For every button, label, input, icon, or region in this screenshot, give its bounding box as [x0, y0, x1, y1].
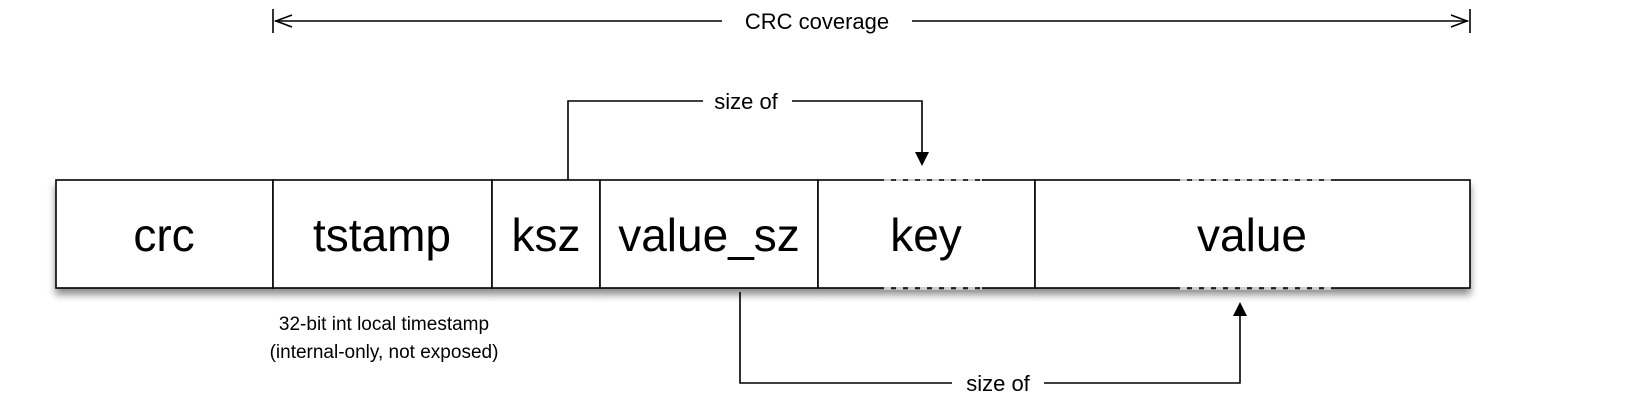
value-size-connector-right	[1044, 313, 1241, 384]
tstamp-note-line1: 32-bit int local timestamp	[279, 314, 489, 335]
crc-coverage-right-arrowhead	[1450, 14, 1470, 28]
key-size-connector-right	[792, 100, 923, 157]
field-label-crc: crc	[133, 209, 194, 261]
value-size-arrowhead	[1233, 302, 1247, 316]
value-size-connector-left	[739, 292, 952, 384]
crc-coverage-left-arrowhead	[273, 14, 293, 28]
crc-coverage-arrow	[272, 9, 1471, 33]
key-size-arrow	[567, 100, 923, 180]
field-label-ksz: ksz	[512, 209, 581, 261]
field-label-key: key	[890, 209, 962, 261]
record-row	[55, 179, 1471, 289]
field-label-value-sz: value_sz	[618, 209, 800, 261]
value-size-arrow	[739, 292, 1241, 384]
value-size-label: size of	[966, 371, 1030, 396]
field-box-crc	[55, 179, 274, 289]
tstamp-note-line2: (internal-only, not exposed)	[270, 342, 499, 363]
key-size-connector-left	[567, 100, 703, 180]
key-size-label: size of	[714, 89, 778, 114]
field-label-tstamp: tstamp	[313, 209, 451, 261]
field-box-tstamp	[272, 179, 493, 289]
key-size-arrowhead	[915, 152, 929, 166]
field-box-value	[1034, 179, 1471, 289]
variable-length-markers-grey	[884, 179, 1332, 289]
crc-coverage-label: CRC coverage	[745, 9, 889, 34]
field-label-value: value	[1197, 209, 1307, 261]
